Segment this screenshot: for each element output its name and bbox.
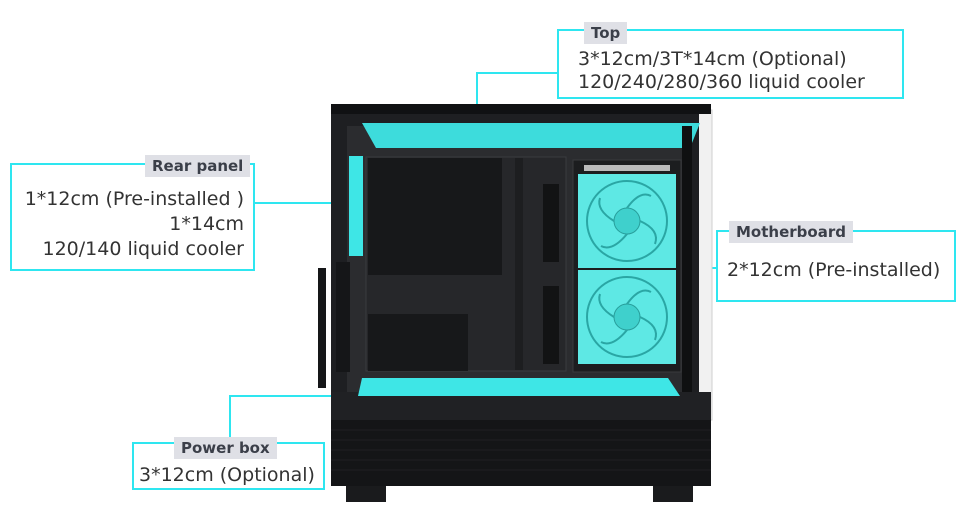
rear-callout (10, 163, 255, 271)
top-line-1: 3*12cm/3T*14cm (Optional) (578, 48, 847, 70)
top-tag: Top (584, 22, 628, 44)
rear-line-3: 120/140 liquid cooler (42, 238, 245, 260)
top-line-2: 120/240/280/360 liquid cooler (578, 71, 865, 93)
rear-tag: Rear panel (145, 155, 251, 177)
pc-case (318, 104, 713, 502)
motherboard-tag: Motherboard (729, 221, 853, 243)
power-tag: Power box (174, 437, 277, 459)
motherboard-line-1: 2*12cm (Pre-installed) (727, 259, 941, 281)
rear-line-2: 1*14cm (169, 213, 244, 235)
rear-line-1: 1*12cm (Pre-installed ) (24, 188, 244, 210)
power-line-1: 3*12cm (Optional) (139, 464, 315, 486)
leader-power (229, 395, 360, 442)
rear-fan-zone (349, 156, 363, 256)
top-fan-zone (362, 123, 700, 148)
bottom-fan-zone (358, 378, 680, 396)
